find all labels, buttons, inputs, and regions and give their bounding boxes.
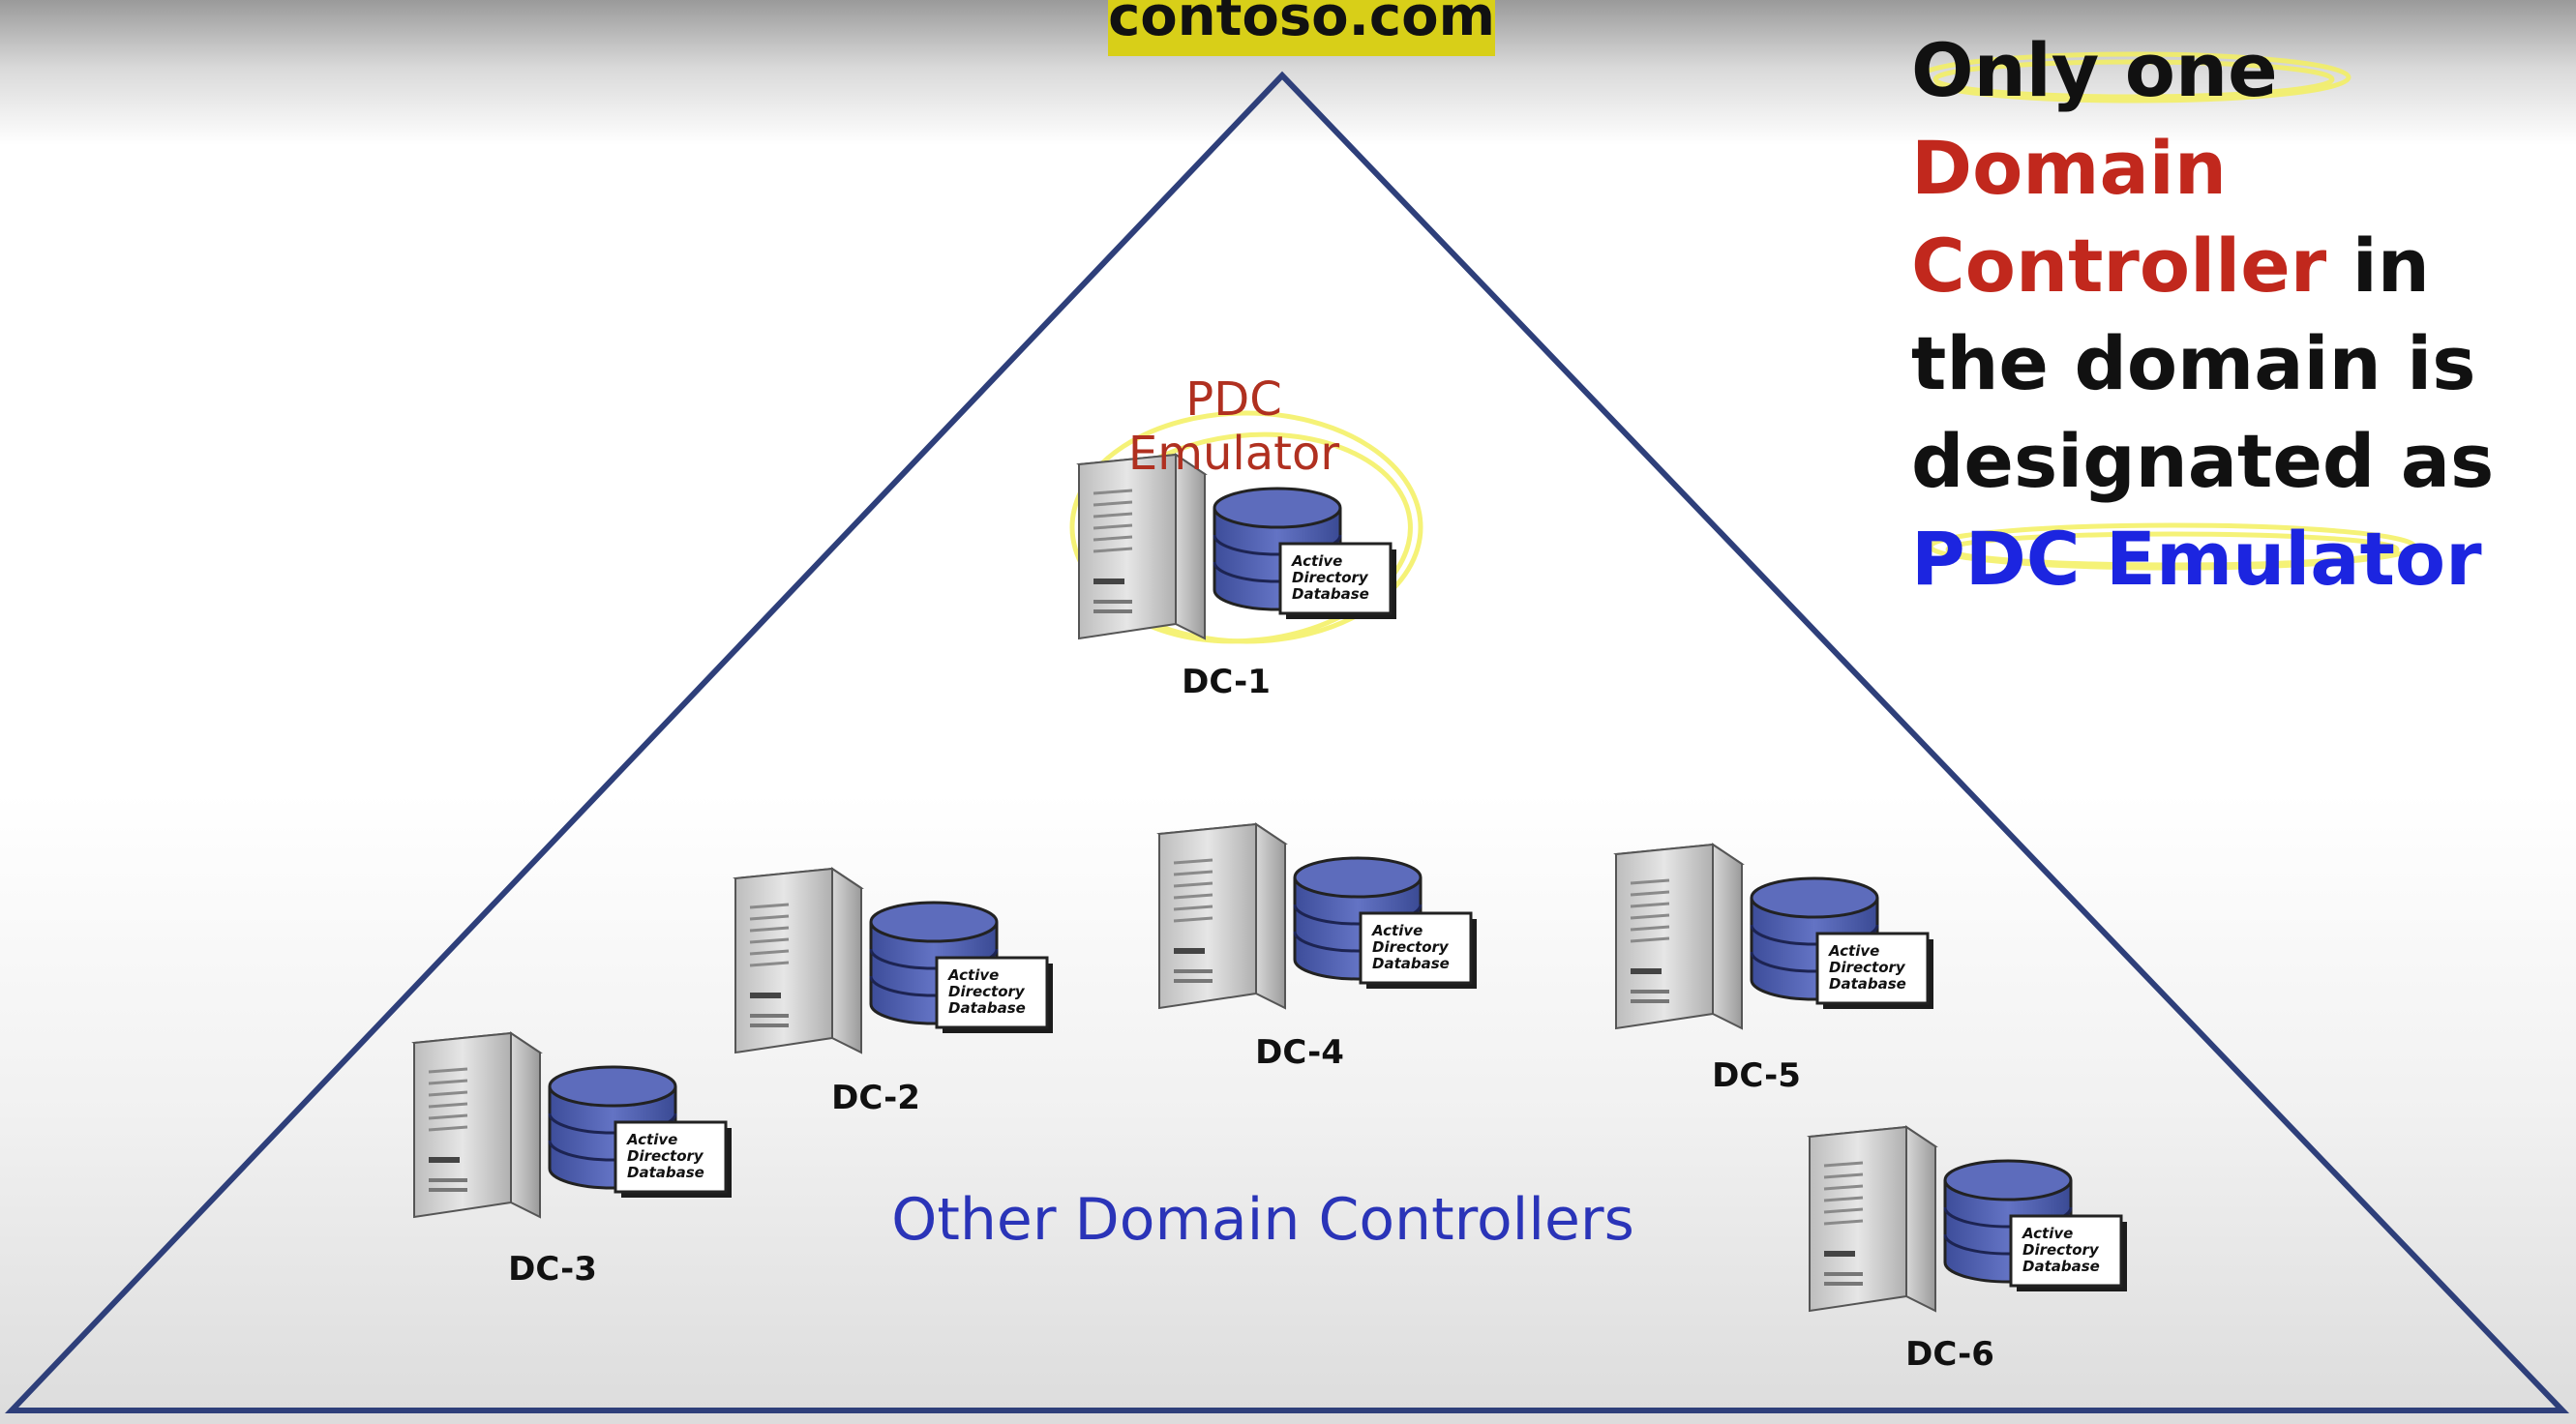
dc-1-label: DC-1 — [1182, 663, 1271, 701]
dc-4-label: DC-4 — [1255, 1033, 1344, 1072]
pdc-emulator-title: PDC Emulator — [1127, 372, 1340, 481]
callout-line-4: the domain is — [1911, 320, 2476, 406]
callout-line-6: PDC Emulator — [1911, 516, 2482, 602]
callout-line-2: Domain — [1911, 125, 2227, 211]
callout-line-3a: Controller — [1911, 222, 2327, 309]
callout-line-5: designated as — [1911, 418, 2495, 504]
pdc-callout-text: Only one Domain Controller in the domain… — [1911, 21, 2550, 608]
dc-6-label: DC-6 — [1905, 1335, 1994, 1374]
domain-triangle — [5, 71, 2570, 1413]
dc-3-label: DC-3 — [508, 1250, 597, 1289]
other-domain-controllers-title: Other Domain Controllers — [891, 1186, 1634, 1254]
domain-name-label: contoso.com — [1108, 0, 1495, 56]
callout-line-1: Only one — [1911, 27, 2278, 113]
dc-5-label: DC-5 — [1712, 1056, 1801, 1095]
dc-2-label: DC-2 — [831, 1079, 920, 1117]
callout-highlight — [1916, 51, 2417, 571]
callout-line-3b: in — [2326, 222, 2430, 309]
